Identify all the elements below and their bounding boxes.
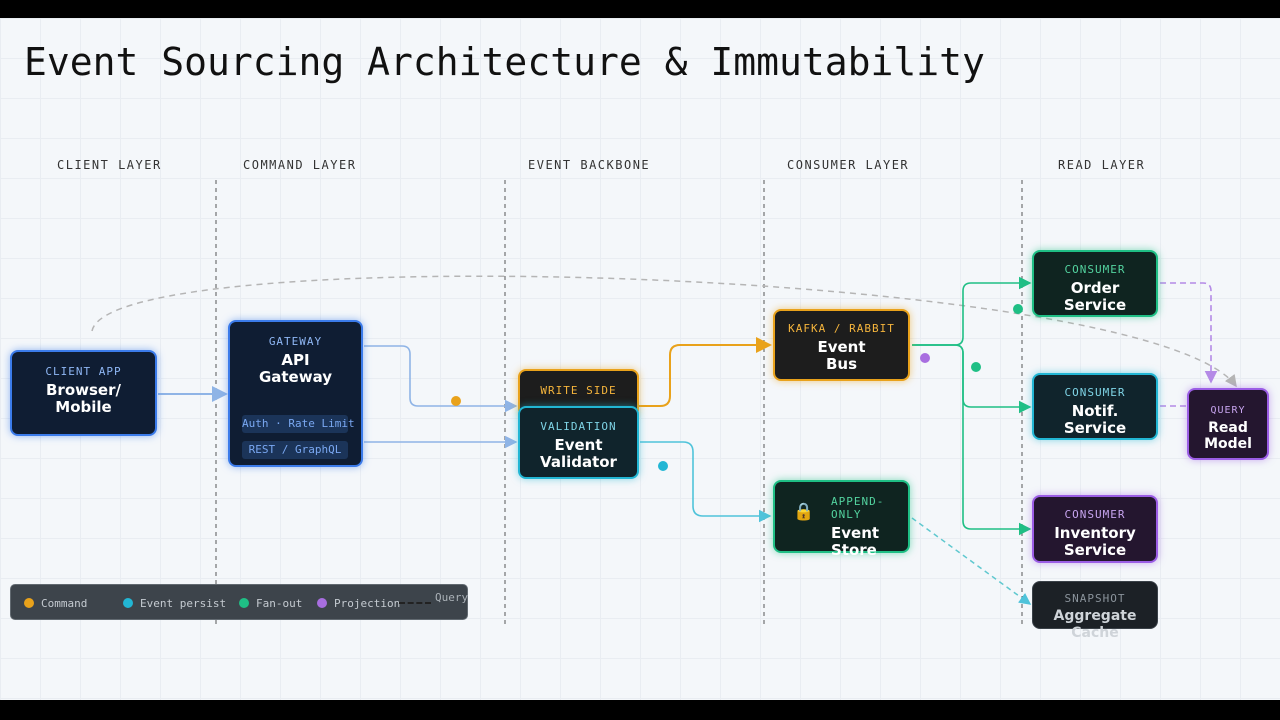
node-notif-tag: CONSUMER (1064, 386, 1126, 399)
query-arc (91, 275, 1237, 388)
node-validator-name: Event Validator (540, 436, 617, 471)
node-inventory-service[interactable]: CONSUMER Inventory Service (1032, 495, 1158, 563)
node-client-app[interactable]: CLIENT APP Browser/ Mobile (10, 350, 157, 436)
legend-projection-dot (317, 598, 327, 608)
node-api-gateway[interactable]: GATEWAY API Gateway Auth · Rate Limit RE… (228, 320, 363, 467)
node-inventory-tag: CONSUMER (1064, 508, 1126, 521)
legend-projection: Projection (317, 597, 400, 610)
node-store-tag: APPEND-ONLY (831, 495, 885, 521)
node-snapshot-tag: SNAPSHOT (1064, 592, 1126, 605)
legend-persist: Event persist (123, 597, 226, 610)
legend-query: Query (399, 591, 468, 604)
node-notif-name: Notif. Service (1063, 402, 1127, 437)
node-write-tag: WRITE SIDE (540, 384, 617, 397)
legend-query-dash (399, 602, 431, 604)
node-read-model[interactable]: QUERY Read Model (1187, 388, 1269, 460)
edge-gateway-write (364, 345, 518, 413)
node-event-store[interactable]: 🔒 APPEND-ONLY Event Store (773, 480, 910, 559)
node-bus-name: Event Bus (817, 338, 866, 373)
node-order-tag: CONSUMER (1064, 263, 1126, 276)
layer-label-backbone: EVENT BACKBONE (528, 158, 651, 172)
node-validator-tag: VALIDATION (540, 420, 617, 433)
layer-label-command: COMMAND LAYER (243, 158, 357, 172)
edge-store-snapshot (911, 517, 1032, 605)
command-dot (451, 396, 461, 406)
node-order-service[interactable]: CONSUMER Order Service (1032, 250, 1158, 317)
page-title: Event Sourcing Architecture & Immutabili… (24, 40, 985, 84)
node-read-tag: QUERY (1210, 405, 1246, 416)
node-order-name: Order Service (1063, 279, 1127, 314)
connector-layer (91, 180, 1237, 628)
edge-bus-order (912, 276, 1032, 346)
gateway-api-pill: REST / GraphQL (242, 441, 348, 459)
edge-order-read (1160, 282, 1218, 384)
node-store-name: Event Store (831, 524, 880, 559)
legend-command-dot (24, 598, 34, 608)
layer-label-consumer: CONSUMER LAYER (787, 158, 910, 172)
node-bus-tag: KAFKA / RABBIT (788, 322, 895, 335)
node-snapshot-name: Aggregate Cache (1053, 608, 1137, 641)
node-client-name: Browser/ Mobile (46, 381, 121, 416)
persist-dot (658, 461, 668, 471)
layer-label-read: READ LAYER (1058, 158, 1146, 172)
legend-fanout-dot (239, 598, 249, 608)
node-notif-service[interactable]: CONSUMER Notif. Service (1032, 373, 1158, 440)
node-event-validator[interactable]: VALIDATION Event Validator (518, 406, 639, 479)
node-event-bus[interactable]: KAFKA / RABBIT Event Bus (773, 309, 910, 381)
legend-persist-dot (123, 598, 133, 608)
legend-command: Command (24, 597, 87, 610)
gateway-auth-pill: Auth · Rate Limit (242, 415, 355, 433)
edge-write-bus (638, 337, 772, 407)
fanout-dot (1013, 304, 1023, 314)
node-gateway-tag: GATEWAY (268, 335, 323, 348)
legend: Command Event persist Fan-out Projection… (10, 584, 468, 620)
lock-icon: 🔒 (793, 502, 815, 521)
node-read-name: Read Model (1204, 420, 1252, 452)
edge-bus-notif (912, 344, 1032, 414)
legend-fanout: Fan-out (239, 597, 302, 610)
diagram-canvas: Event Sourcing Architecture & Immutabili… (0, 18, 1280, 700)
projection-dot (920, 353, 930, 363)
fanout-dot (971, 362, 981, 372)
layer-label-client: CLIENT LAYER (57, 158, 162, 172)
edge-bus-inventory (912, 344, 1032, 536)
node-aggregate-cache[interactable]: SNAPSHOT Aggregate Cache (1032, 581, 1158, 641)
edge-validator-store (640, 441, 772, 523)
node-gateway-name: API Gateway (258, 351, 333, 386)
node-client-tag: CLIENT APP (45, 365, 122, 378)
node-inventory-name: Inventory Service (1054, 524, 1136, 559)
